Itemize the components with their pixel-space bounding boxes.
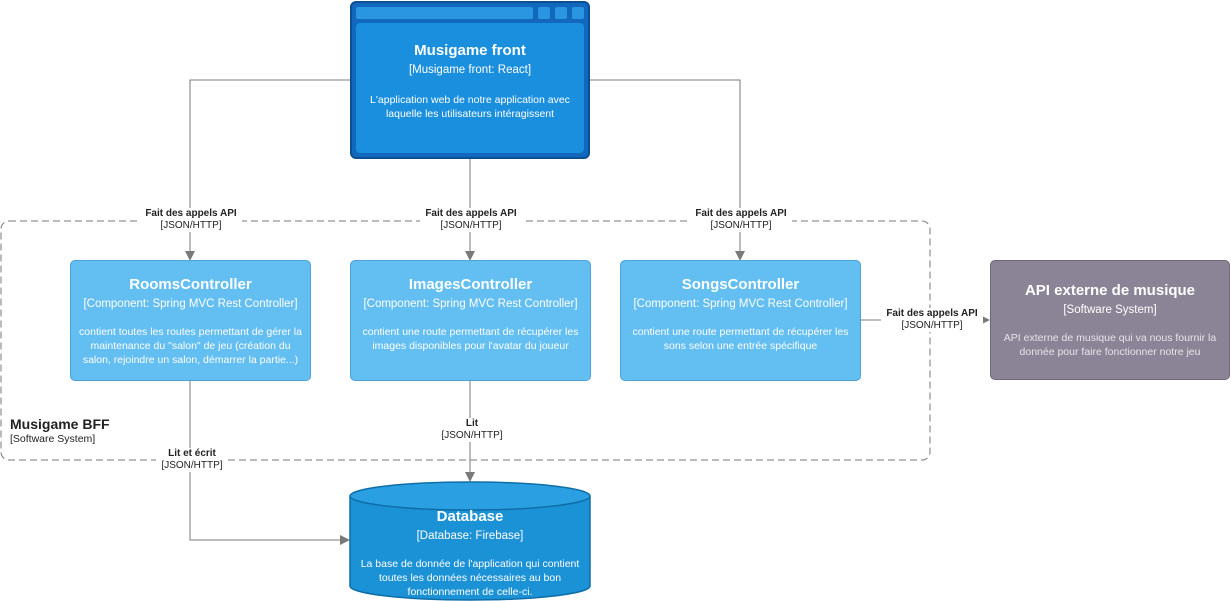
edge-label-tech: [JSON/HTTP] — [161, 460, 223, 471]
edge-label-songs-external: Fait des appels API [JSON/HTTP] — [881, 308, 983, 332]
edge-label-tech: [JSON/HTTP] — [440, 220, 502, 231]
images-subtitle: [Component: Spring MVC Rest Controller] — [363, 298, 578, 310]
window-control — [572, 7, 584, 19]
edge-label-front-images: Fait des appels API [JSON/HTTP] — [420, 208, 522, 232]
database-title: Database — [436, 508, 504, 525]
edge-label-text: Fait des appels API — [695, 208, 787, 219]
rooms-controller[interactable]: RoomsController [Component: Spring MVC R… — [70, 260, 311, 381]
external-description: API externe de musique qui va nous fourn… — [1003, 332, 1217, 358]
rooms-title: RoomsController — [129, 276, 252, 293]
edge-label-tech: [JSON/HTTP] — [901, 320, 963, 331]
edge-label-tech: [JSON/HTTP] — [441, 430, 503, 441]
window-bar — [356, 7, 584, 19]
musigame-front-container[interactable]: Musigame front [Musigame front: React] L… — [350, 1, 590, 159]
window-title-bar — [356, 7, 533, 19]
external-title: API externe de musique — [1024, 282, 1196, 299]
songs-description: contient une route permettant de récupér… — [632, 326, 849, 352]
boundary-label: Musigame BFF [Software System] — [10, 416, 110, 446]
database-description: La base de donnée de l'application qui c… — [360, 558, 580, 598]
database-subtitle: [Database: Firebase] — [416, 530, 524, 542]
edge-label-text: Lit — [465, 418, 479, 429]
images-description: contient une route permettant de récupér… — [362, 326, 579, 352]
edge-front-songs — [590, 79, 745, 261]
edge-label-images-database: Lit [JSON/HTTP] — [437, 418, 507, 442]
boundary-title: Musigame BFF — [10, 416, 110, 432]
front-title: Musigame front — [414, 42, 526, 59]
images-controller[interactable]: ImagesController [Component: Spring MVC … — [350, 260, 591, 381]
edge-label-text: Lit et écrit — [168, 448, 216, 459]
edge-label-text: Fait des appels API — [425, 208, 517, 219]
window-control — [555, 7, 567, 19]
rooms-subtitle: [Component: Spring MVC Rest Controller] — [83, 298, 298, 310]
edge-label-tech: [JSON/HTTP] — [710, 220, 772, 231]
edge-rooms-database — [189, 380, 350, 545]
front-subtitle: [Musigame front: React] — [408, 64, 532, 76]
edge-label-front-rooms: Fait des appels API [JSON/HTTP] — [140, 208, 242, 232]
songs-controller[interactable]: SongsController [Component: Spring MVC R… — [620, 260, 861, 381]
boundary-subtitle: [Software System] — [10, 433, 96, 445]
edge-label-tech: [JSON/HTTP] — [160, 220, 222, 231]
window-control — [538, 7, 550, 19]
edge-front-rooms — [185, 79, 350, 261]
rooms-description: contient toutes les routes permettant de… — [79, 326, 302, 366]
front-description: L'application web de notre application a… — [370, 94, 570, 120]
database-cylinder — [349, 481, 591, 601]
external-subtitle: [Software System] — [1063, 304, 1157, 316]
images-title: ImagesController — [408, 276, 533, 293]
edge-label-front-songs: Fait des appels API [JSON/HTTP] — [690, 208, 792, 232]
external-music-api[interactable]: API externe de musique [Software System]… — [990, 260, 1230, 380]
database-content[interactable]: Database [Database: Firebase] La base de… — [350, 508, 590, 599]
songs-title: SongsController — [681, 276, 800, 293]
musigame-front-body: Musigame front [Musigame front: React] L… — [356, 23, 584, 153]
edge-label-rooms-database: Lit et écrit [JSON/HTTP] — [156, 448, 228, 472]
edge-label-text: Fait des appels API — [886, 308, 978, 319]
edge-label-text: Fait des appels API — [145, 208, 237, 219]
songs-subtitle: [Component: Spring MVC Rest Controller] — [633, 298, 848, 310]
